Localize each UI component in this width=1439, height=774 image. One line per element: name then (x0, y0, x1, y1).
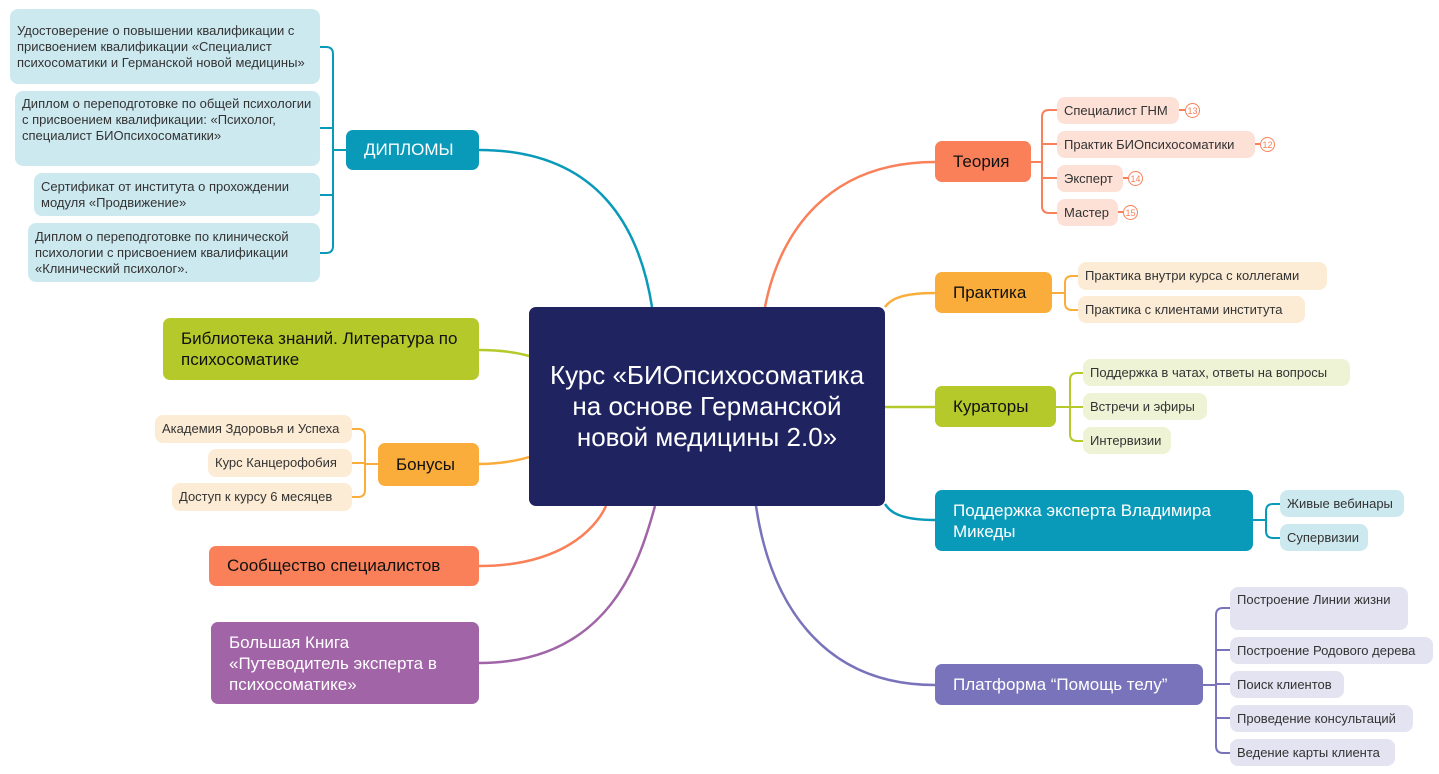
curator-item[interactable]: Поддержка в чатах, ответы на вопросы (1083, 359, 1350, 386)
diploma-item[interactable]: Диплом о переподготовке по клинической п… (28, 223, 320, 282)
item-text: Поиск клиентов (1237, 676, 1332, 692)
branch-label: Теория (953, 151, 1010, 171)
diploma-item[interactable]: Сертификат от института о прохождении мо… (34, 173, 320, 216)
branch-platform[interactable]: Платформа “Помощь телу” (935, 664, 1203, 705)
branch-book[interactable]: Большая Книга «Путеводитель эксперта в п… (211, 622, 479, 704)
platform-item[interactable]: Построение Родового дерева (1230, 637, 1433, 664)
item-text: Диплом о переподготовке по общей психоло… (22, 96, 312, 143)
item-text: Построение Линии жизни (1237, 592, 1391, 607)
diploma-item[interactable]: Диплом о переподготовке по общей психоло… (15, 91, 320, 166)
platform-item[interactable]: Ведение карты клиента (1230, 739, 1395, 766)
branch-label: Практика (953, 282, 1027, 302)
item-text: Проведение консультаций (1237, 710, 1396, 726)
branch-label: Большая Книга «Путеводитель эксперта в п… (229, 632, 437, 694)
branch-diplomas[interactable]: ДИПЛОМЫ (346, 130, 479, 170)
item-text: Эксперт (1064, 170, 1113, 186)
count-badge: 15 (1123, 205, 1138, 220)
item-text: Сертификат от института о прохождении мо… (41, 178, 289, 210)
bonus-item[interactable]: Курс Канцерофобия (208, 449, 352, 477)
branch-label: Поддержка эксперта Владимира Микеды (953, 500, 1211, 541)
item-text: Специалист ГНМ (1064, 102, 1168, 118)
central-topic[interactable]: Курс «БИОпсихосоматика на основе Германс… (529, 307, 885, 506)
item-text: Практика внутри курса с коллегами (1085, 268, 1300, 283)
expert-item[interactable]: Супервизии (1280, 524, 1368, 551)
theory-item[interactable]: Специалист ГНМ (1057, 97, 1179, 124)
item-text: Академия Здоровья и Успеха (162, 421, 340, 436)
branch-label: ДИПЛОМЫ (364, 140, 454, 159)
platform-item[interactable]: Проведение консультаций (1230, 705, 1413, 732)
item-text: Поддержка в чатах, ответы на вопросы (1090, 364, 1328, 380)
branch-label: Бонусы (396, 454, 456, 474)
item-text: Практика с клиентами института (1085, 301, 1283, 317)
item-text: Удостоверение о повышении квалификации с… (17, 22, 305, 70)
count-badge: 12 (1260, 137, 1275, 152)
branch-label: Библиотека знаний. Литература по психосо… (181, 329, 458, 369)
theory-item[interactable]: Эксперт (1057, 165, 1123, 192)
central-topic-title: Курс «БИОпсихосоматика на основе Германс… (549, 360, 865, 452)
item-text: Супервизии (1287, 529, 1360, 545)
item-text: Построение Родового дерева (1237, 642, 1416, 658)
branch-expert-support[interactable]: Поддержка эксперта Владимира Микеды (935, 490, 1253, 551)
branch-label: Платформа “Помощь телу” (953, 674, 1168, 694)
diploma-item[interactable]: Удостоверение о повышении квалификации с… (10, 9, 320, 84)
branch-community[interactable]: Сообщество специалистов (209, 546, 479, 586)
item-text: Диплом о переподготовке по клинической п… (35, 228, 289, 276)
count-badge: 14 (1128, 171, 1143, 186)
branch-label: Кураторы (953, 396, 1029, 416)
branch-bonuses[interactable]: Бонусы (378, 443, 479, 486)
branch-label: Сообщество специалистов (227, 556, 441, 575)
bonus-item[interactable]: Академия Здоровья и Успеха (155, 415, 352, 443)
branch-practice[interactable]: Практика (935, 272, 1052, 313)
theory-item[interactable]: Практик БИОпсихосоматики (1057, 131, 1255, 158)
platform-item[interactable]: Построение Линии жизни (1230, 587, 1408, 630)
theory-item[interactable]: Мастер (1057, 199, 1118, 226)
branch-library[interactable]: Библиотека знаний. Литература по психосо… (163, 318, 479, 380)
item-text: Практик БИОпсихосоматики (1064, 136, 1235, 152)
practice-item[interactable]: Практика с клиентами института (1078, 296, 1305, 323)
item-text: Интервизии (1090, 432, 1162, 448)
platform-item[interactable]: Поиск клиентов (1230, 671, 1344, 698)
curator-item[interactable]: Встречи и эфиры (1083, 393, 1207, 420)
curator-item[interactable]: Интервизии (1083, 427, 1171, 454)
item-text: Встречи и эфиры (1090, 398, 1195, 414)
count-badge: 13 (1185, 103, 1200, 118)
bonus-item[interactable]: Доступ к курсу 6 месяцев (172, 483, 352, 511)
item-text: Мастер (1064, 204, 1109, 220)
branch-curators[interactable]: Кураторы (935, 386, 1056, 427)
item-text: Живые вебинары (1287, 495, 1393, 511)
item-text: Ведение карты клиента (1237, 744, 1380, 760)
branch-theory[interactable]: Теория (935, 141, 1031, 182)
item-text: Курс Канцерофобия (215, 455, 337, 470)
expert-item[interactable]: Живые вебинары (1280, 490, 1404, 517)
practice-item[interactable]: Практика внутри курса с коллегами (1078, 262, 1327, 290)
item-text: Доступ к курсу 6 месяцев (179, 489, 333, 504)
